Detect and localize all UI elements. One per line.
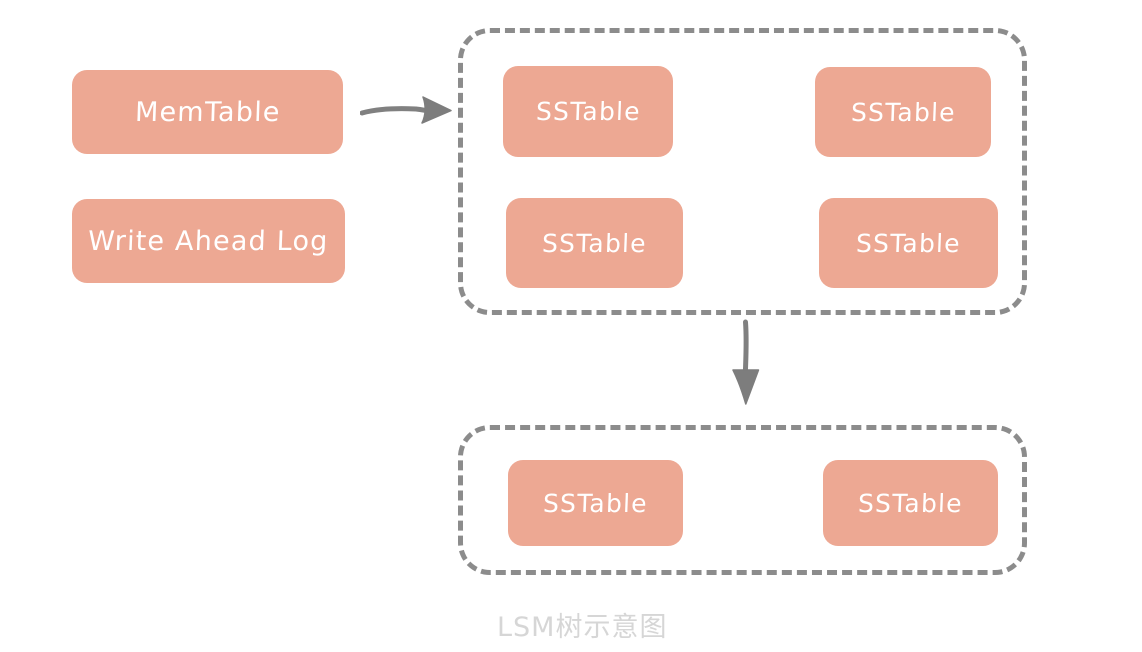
write-ahead-log-node[interactable]: Write Ahead Log [72, 199, 345, 283]
level-1-group [458, 425, 1027, 575]
level0-sstable-3[interactable]: SSTable [506, 198, 683, 288]
level0-sstable-1-label: SSTable [535, 97, 641, 126]
level0-sstable-1[interactable]: SSTable [503, 66, 673, 157]
level0-sstable-3-label: SSTable [541, 228, 648, 258]
write-ahead-log-node-label: Write Ahead Log [87, 225, 330, 257]
diagram-caption: LSM树示意图 [497, 612, 668, 643]
memtable-node-label: MemTable [134, 96, 281, 128]
level0-to-level1-arrow [722, 318, 772, 410]
level0-sstable-4[interactable]: SSTable [819, 198, 998, 288]
memtable-to-level0-arrow [359, 88, 460, 132]
level1-sstable-2-label: SSTable [857, 488, 964, 518]
memtable-node[interactable]: MemTable [72, 70, 343, 154]
level0-sstable-2[interactable]: SSTable [815, 67, 991, 157]
level1-sstable-1-label: SSTable [542, 488, 649, 518]
level0-sstable-4-label: SSTable [855, 228, 962, 258]
level1-sstable-1[interactable]: SSTable [508, 460, 683, 546]
level-0-group [458, 28, 1027, 315]
level1-sstable-2[interactable]: SSTable [823, 460, 998, 546]
level0-sstable-2-label: SSTable [850, 97, 956, 127]
